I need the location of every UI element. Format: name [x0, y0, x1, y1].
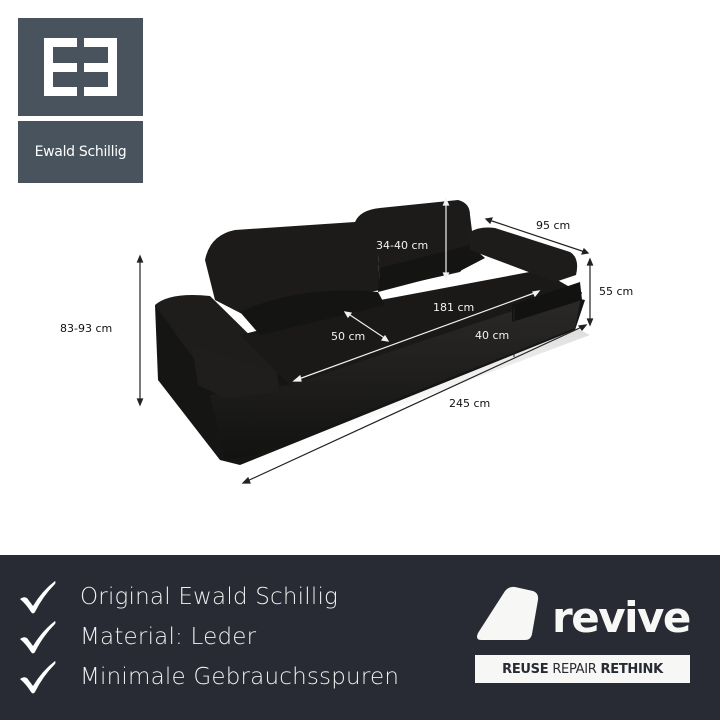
tagline-rethink: RETHINK: [600, 661, 664, 677]
revive-logo: revive REUSE REPAIR RETHINK: [475, 583, 691, 693]
feature-item: Original Ewald Schillig: [18, 577, 399, 617]
dimension-armrest-height: 55 cm: [599, 285, 634, 298]
sofa-illustration: [136, 197, 594, 484]
checkmark-icon: [20, 661, 56, 694]
feature-item: Material: Leder: [18, 617, 399, 657]
dimension-total-width: 245 cm: [449, 397, 491, 410]
checkmark-icon: [20, 581, 56, 614]
dimension-seat-width: 181 cm: [433, 301, 475, 314]
dimension-seat-depth: 50 cm: [331, 330, 366, 343]
revive-wordmark: revive: [552, 593, 691, 642]
dimension-backrest-height: 34-40 cm: [376, 239, 429, 252]
features-banner: Original Ewald Schillig Material: Leder …: [0, 555, 720, 720]
tagline-repair: REPAIR: [552, 661, 597, 677]
tagline-reuse: REUSE: [502, 661, 549, 677]
feature-text: Material: Leder: [80, 624, 257, 650]
revive-shape-icon: [477, 586, 539, 640]
feature-item: Minimale Gebrauchsspuren: [18, 657, 399, 697]
checkmark-icon: [20, 621, 56, 654]
feature-list: Original Ewald Schillig Material: Leder …: [18, 577, 399, 697]
brand-name: Ewald Schillig: [34, 144, 127, 160]
brand-monogram-logo: [18, 18, 143, 116]
product-image: 83-93 cm 34-40 cm 95 cm 55 cm 181 cm 50 …: [0, 190, 720, 520]
brand-name-logo: Ewald Schillig: [18, 121, 143, 183]
revive-tagline: REUSE REPAIR RETHINK: [475, 655, 690, 683]
feature-text: Minimale Gebrauchsspuren: [80, 664, 400, 690]
dimension-seat-height: 40 cm: [475, 329, 510, 342]
ee-monogram-icon: [44, 38, 117, 96]
dimension-depth: 95 cm: [536, 219, 571, 232]
feature-text: Original Ewald Schillig: [80, 584, 339, 610]
dimension-total-height: 83-93 cm: [60, 322, 113, 335]
